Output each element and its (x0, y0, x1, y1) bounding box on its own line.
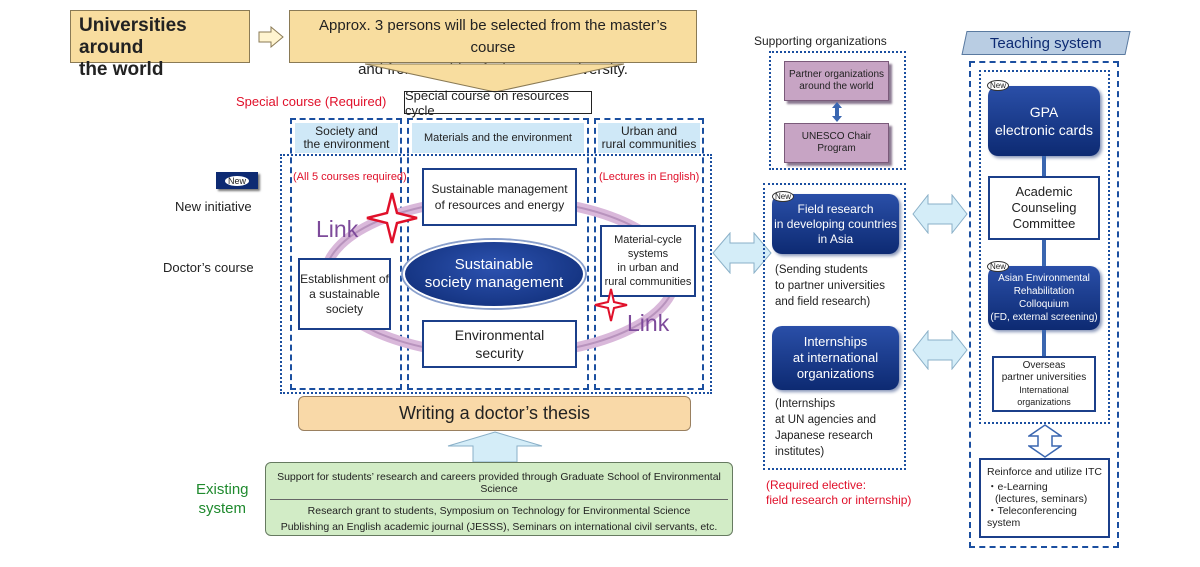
required-elective-note: (Required elective: field research or in… (766, 478, 912, 507)
supporting-organizations-label: Supporting organizations (754, 34, 887, 48)
academic-counseling-box: Academic Counseling Committee (988, 176, 1100, 240)
unesco-box: UNESCO Chair Program (784, 123, 889, 163)
environmental-security-box: Environmental security (422, 320, 577, 368)
arrow-right-icon (258, 26, 284, 48)
material-cycle-box: Material-cycle systems in urban and rura… (600, 225, 696, 297)
existing-line-3: Publishing an English academic journal (… (280, 521, 718, 533)
double-arrow-icon-1 (712, 232, 772, 274)
selection-down-arrow-icon (365, 63, 625, 93)
itc-teleconferencing: ・Teleconferencing system (987, 505, 1077, 529)
itc-elearning-detail: (lectures, seminars) (995, 493, 1088, 505)
teaching-inner-area (979, 70, 1110, 424)
itc-box: Reinforce and utilize ITC ・e-Learning (l… (979, 458, 1110, 538)
establishment-box: Establishment of a sustainable society (298, 258, 391, 330)
teaching-system-header: Teaching system (961, 31, 1131, 55)
header-urban: Urban and rural communities (598, 123, 700, 153)
new-badge-icon: New (216, 172, 258, 189)
double-arrow-icon-2 (912, 194, 968, 234)
gpa-box: GPA electronic cards (988, 86, 1100, 156)
doctor-course-label: Doctor’s course (163, 260, 254, 275)
supporting-organizations-area (769, 51, 906, 170)
double-arrow-icon-3 (912, 330, 968, 370)
star-link-icon-left (366, 192, 418, 244)
internships-desc: (Internships at UN agencies and Japanese… (775, 398, 877, 458)
up-arrow-icon (447, 431, 543, 463)
new-initiative-label: New initiative (175, 199, 252, 214)
connector-3 (1042, 330, 1046, 356)
header-society: Society and the environment (295, 123, 398, 153)
selection-box: Approx. 3 persons will be selected from … (289, 10, 697, 78)
new-badge-gpa: New (987, 80, 1010, 91)
overseas-line-2: partner universities (1001, 372, 1087, 383)
connector-2 (1042, 240, 1046, 266)
updown-arrow-icon-2 (1028, 424, 1062, 458)
field-research-box: Field research in developing countries i… (772, 194, 899, 254)
star-link-icon-right (594, 288, 628, 322)
field-research-area (763, 183, 906, 470)
header-materials: Materials and the environment (412, 123, 584, 153)
updown-arrow-icon-1 (832, 102, 842, 122)
asian-colloquium-box: Asian Environmental Rehabilitation Collo… (988, 266, 1100, 330)
itc-title: Reinforce and utilize ITC (987, 466, 1102, 478)
field-research-desc: (Sending students to partner universitie… (775, 264, 885, 308)
new-badge-field: New (772, 191, 795, 202)
link-label-right: Link (627, 310, 670, 336)
overseas-line-1: Overseas (1022, 360, 1066, 371)
doctor-course-area (280, 154, 712, 394)
existing-system-label: Existing system (196, 481, 249, 517)
column-materials (407, 118, 589, 390)
special-course-label: Special course (Required) (236, 94, 387, 109)
sustainable-management-box: Sustainable management of resources and … (422, 168, 577, 226)
connector-1 (1042, 156, 1046, 176)
column-society (290, 118, 402, 390)
sustainable-society-ellipse: Sustainable society management (403, 240, 585, 308)
link-label-left: Link (316, 216, 359, 242)
special-course-box: Special course on resources cycle (404, 88, 592, 118)
itc-elearning: ・e-Learning (987, 481, 1048, 493)
existing-system-box: Support for students’ research and caree… (265, 462, 733, 536)
note-all-5-courses: (All 5 courses required) (293, 171, 407, 183)
internships-box: Internships at international organizatio… (772, 326, 899, 390)
universities-box: Universities around the world (70, 10, 250, 80)
column-urban (594, 118, 704, 390)
partner-organizations-box: Partner organizations around the world (784, 61, 889, 101)
note-lectures-english: (Lectures in English) (599, 171, 700, 183)
existing-line-2: Research grant to students, Symposium on… (307, 505, 691, 517)
new-badge-asian: New (987, 261, 1010, 272)
teaching-system-area (969, 61, 1119, 548)
existing-line-1: Support for students’ research and caree… (270, 463, 728, 500)
thesis-box: Writing a doctor’s thesis (298, 396, 691, 431)
overseas-line-3: International organizations (1017, 385, 1071, 407)
overseas-partners-box: Overseas partner universities Internatio… (992, 356, 1096, 412)
